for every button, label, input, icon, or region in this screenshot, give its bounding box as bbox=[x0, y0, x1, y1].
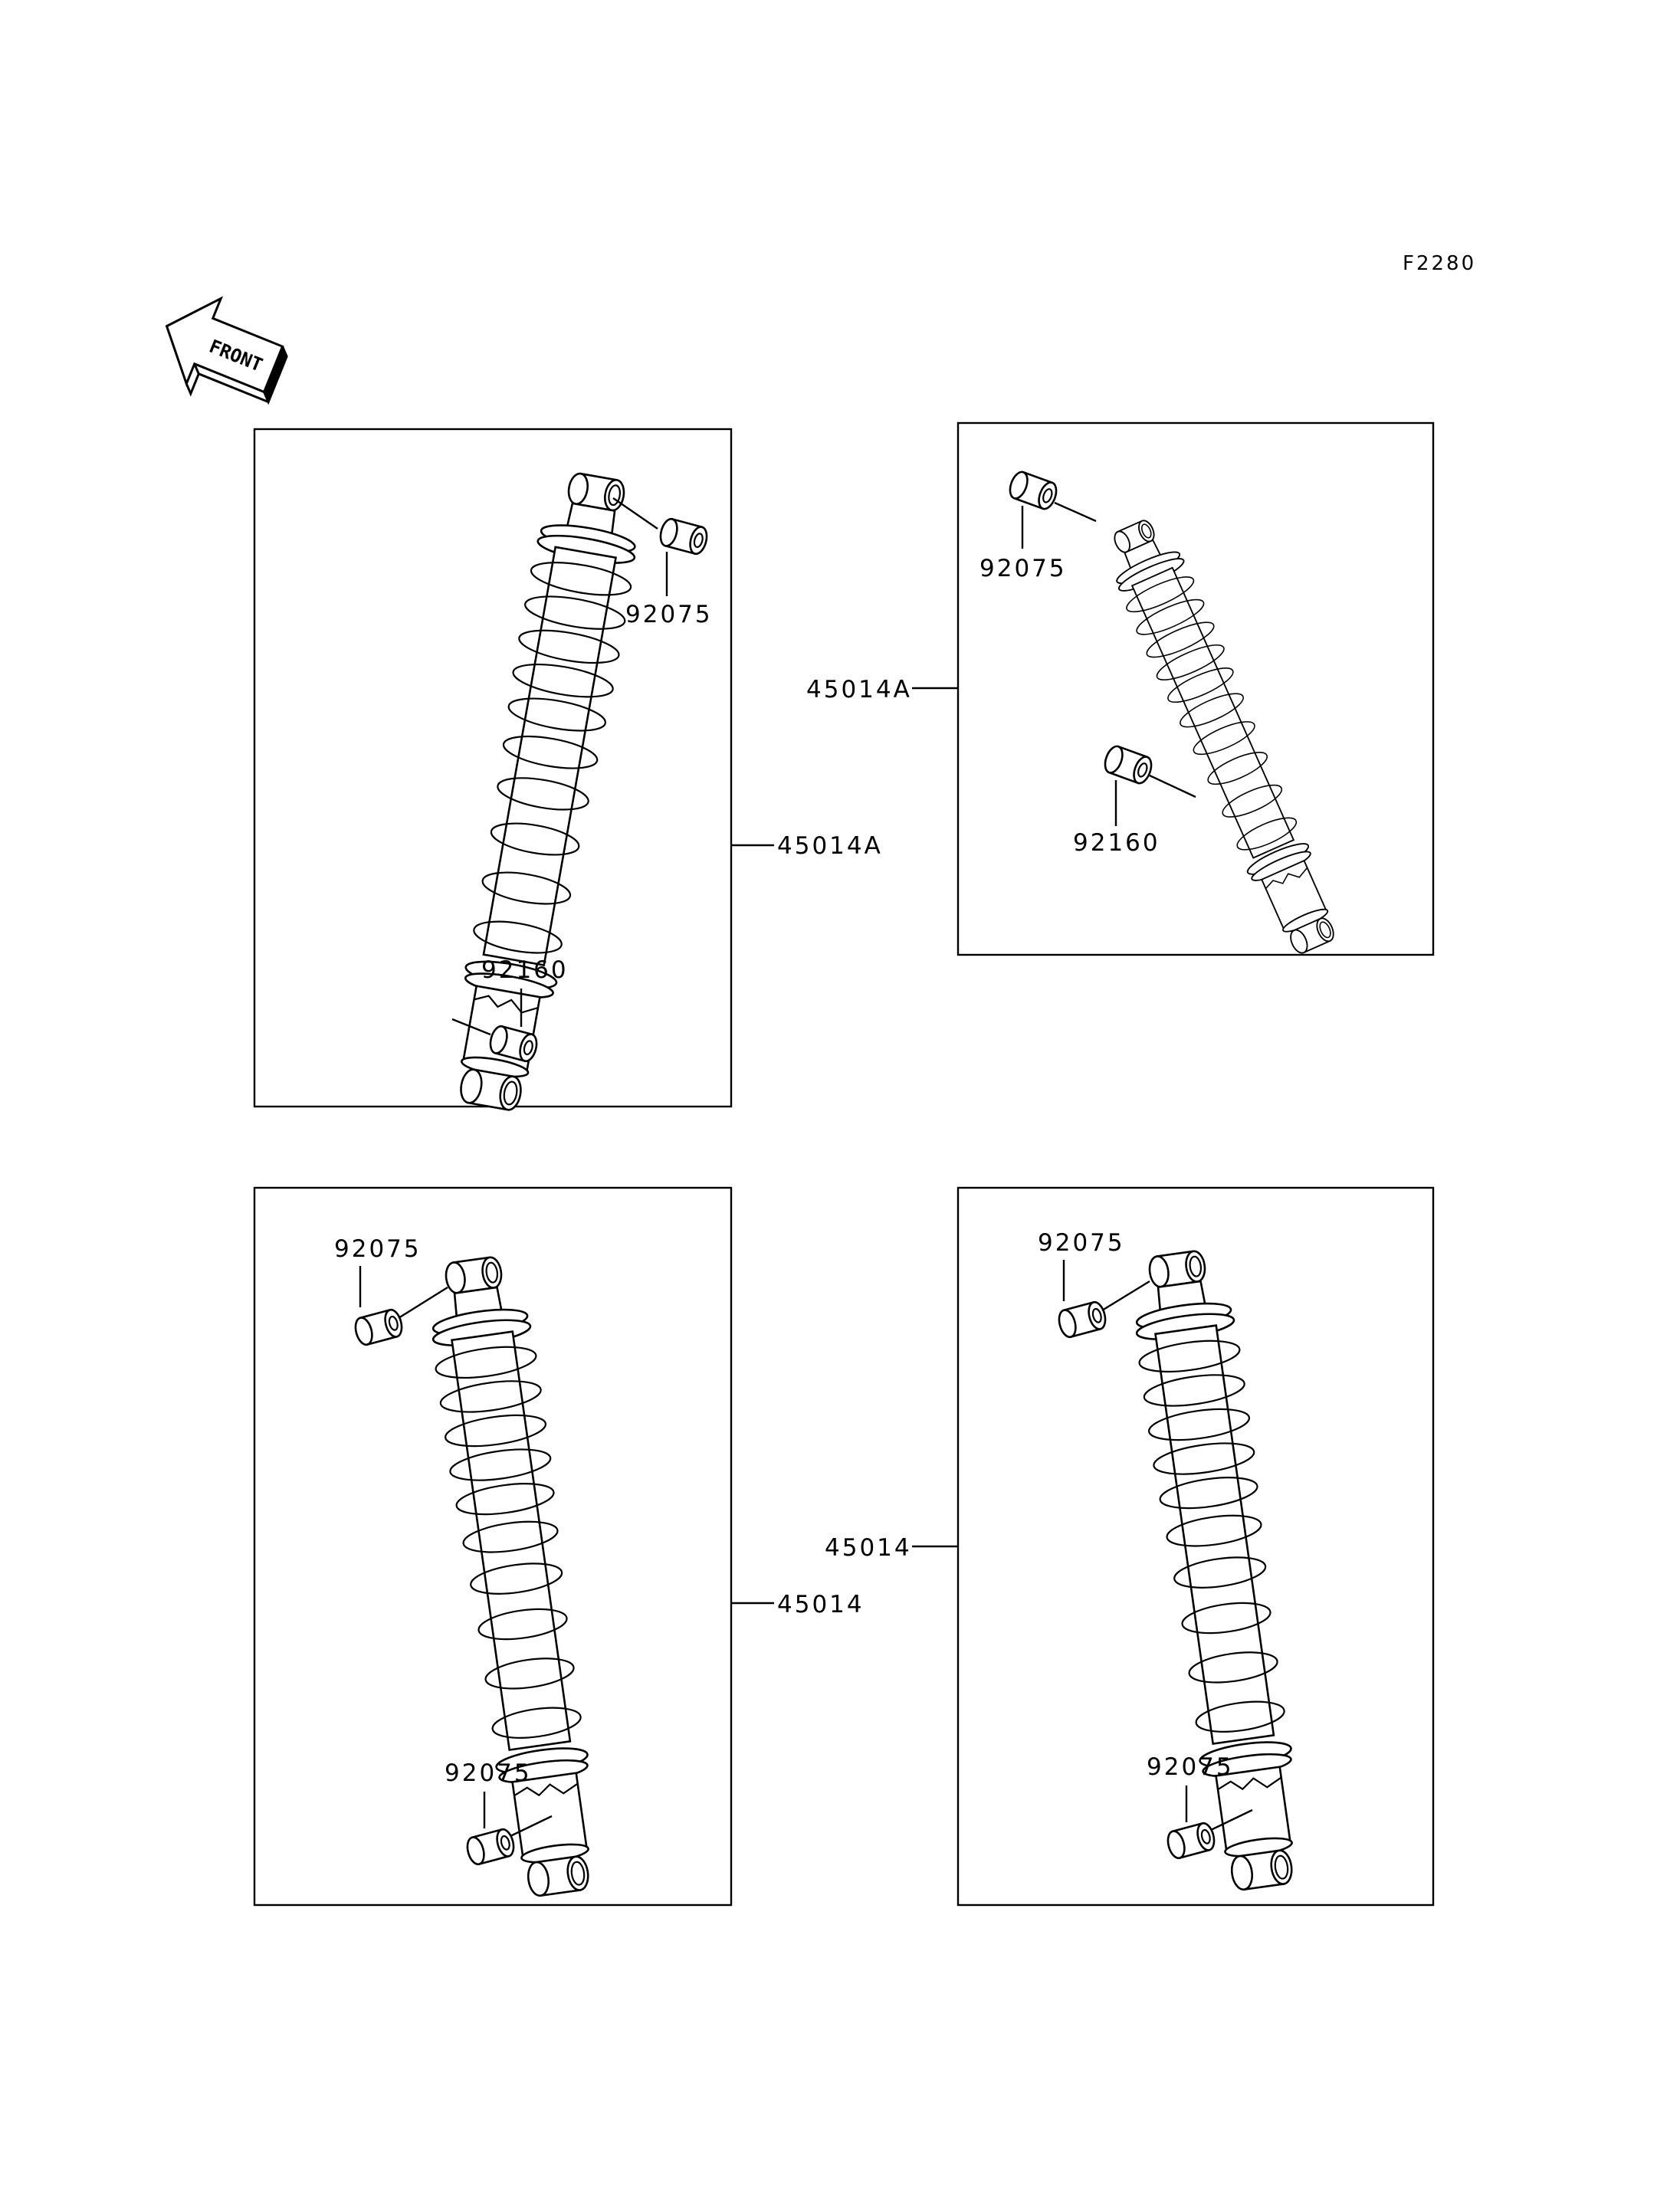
bush-92075 bbox=[464, 1826, 517, 1867]
panel-top-right: 92075 92160 45014A bbox=[806, 421, 1435, 962]
bush-92075 bbox=[1006, 468, 1061, 513]
shock-absorber-45014 bbox=[1124, 1245, 1315, 1895]
callout-bottom-bush: 92160 bbox=[1073, 829, 1160, 857]
bush-92075 bbox=[1055, 1299, 1109, 1340]
callout-bottom-bush: 92160 bbox=[481, 956, 569, 984]
bush-92075 bbox=[352, 1307, 405, 1348]
callout-bottom-bush: 92075 bbox=[1147, 1753, 1234, 1781]
callout-bottom-bush: 92075 bbox=[445, 1759, 532, 1787]
callout-top-bush: 92075 bbox=[1038, 1229, 1125, 1257]
panel-bottom-left: 92075 92075 45014 bbox=[253, 1186, 865, 1907]
bush-92075 bbox=[1164, 1820, 1218, 1861]
callout-main: 45014A bbox=[806, 676, 912, 703]
panel-bottom-right: 92075 92075 45014 bbox=[825, 1186, 1435, 1907]
bush-92160 bbox=[1101, 743, 1156, 787]
callout-main: 45014A bbox=[777, 832, 883, 860]
shock-absorber-45014A bbox=[1095, 510, 1351, 962]
shock-absorber-45014 bbox=[420, 1251, 612, 1901]
shock-absorber-45014A bbox=[437, 467, 650, 1117]
panel-top-left: 92075 92160 45014A bbox=[253, 428, 883, 1117]
callout-main: 45014 bbox=[825, 1534, 912, 1562]
front-arrow: FRONT bbox=[165, 296, 288, 405]
callout-top-bush: 92075 bbox=[979, 555, 1067, 582]
callout-top-bush: 92075 bbox=[334, 1235, 422, 1263]
callout-main: 45014 bbox=[777, 1591, 865, 1618]
diagram-code: F2280 bbox=[1403, 252, 1476, 275]
panel-frame bbox=[253, 1186, 733, 1907]
bush-92075 bbox=[657, 516, 710, 557]
callout-top-bush: 92075 bbox=[625, 601, 713, 628]
